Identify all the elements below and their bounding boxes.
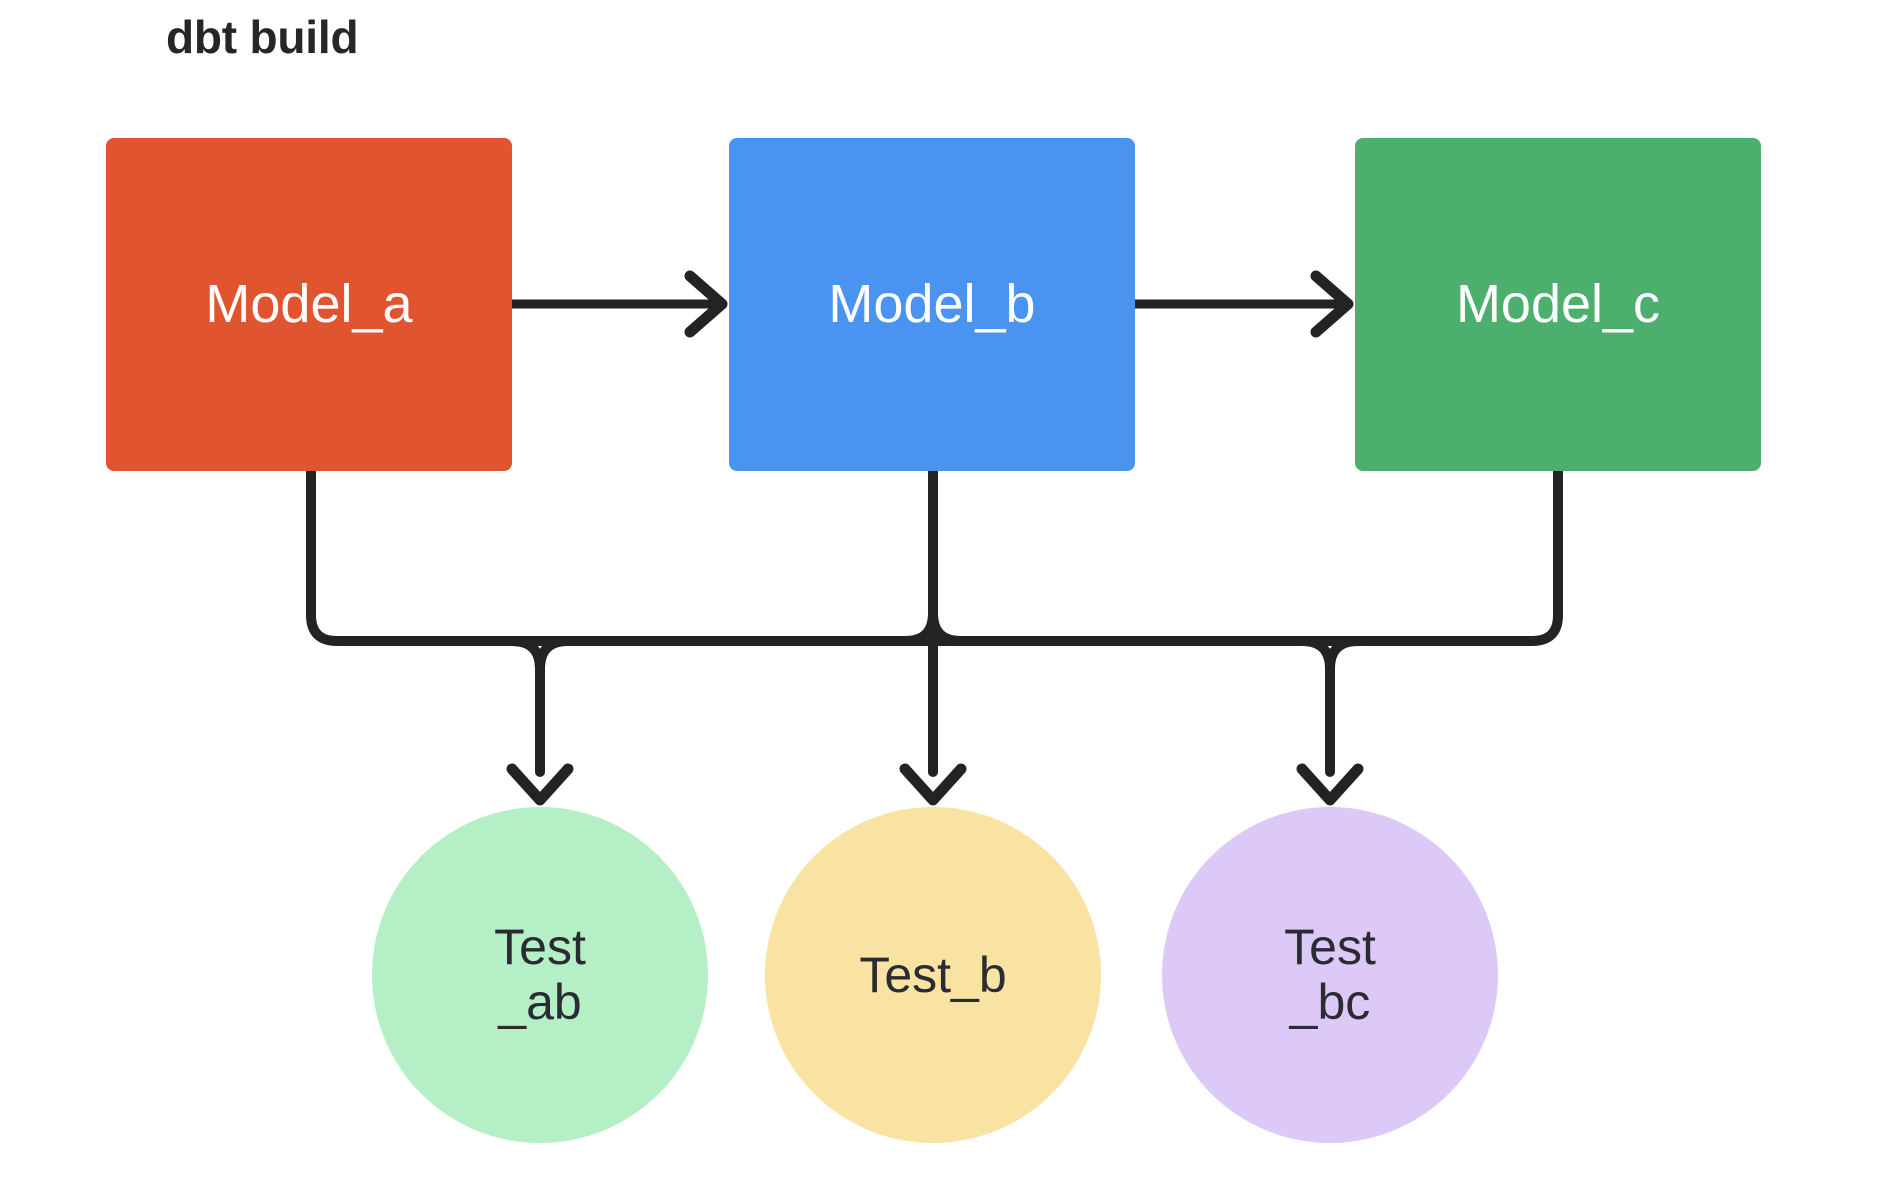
edge-model-c-to-bus — [1395, 466, 1563, 646]
model-node-label: Model_a — [205, 273, 413, 334]
model-node-label: Model_b — [828, 273, 1036, 334]
diagram-title: dbt build — [166, 11, 359, 63]
test-node-label: Test _bc — [1284, 919, 1376, 1030]
model-node-model-a[interactable]: Model_a — [106, 138, 512, 471]
test-node-test-ab[interactable]: Test _ab — [372, 807, 708, 1143]
test-node-test-bc[interactable]: Test _bc — [1162, 807, 1498, 1143]
edge-model-a-to-model-b — [507, 270, 728, 338]
model-node-model-b[interactable]: Model_b — [729, 138, 1135, 471]
model-node-label: Model_c — [1455, 273, 1661, 334]
test-node-label: Test _ab — [494, 919, 586, 1030]
edge-model-b-to-test-b — [899, 466, 967, 806]
edge-bus-to-test-ab — [506, 636, 574, 806]
edge-bus-to-test-bc — [1296, 636, 1364, 806]
test-node-label: Test_b — [859, 946, 1007, 1003]
test-node-test-b[interactable]: Test_b — [765, 807, 1101, 1143]
edge-model-a-to-bus — [306, 466, 517, 646]
edge-model-b-to-model-c — [1130, 270, 1354, 338]
model-node-model-c[interactable]: Model_c — [1355, 138, 1761, 471]
